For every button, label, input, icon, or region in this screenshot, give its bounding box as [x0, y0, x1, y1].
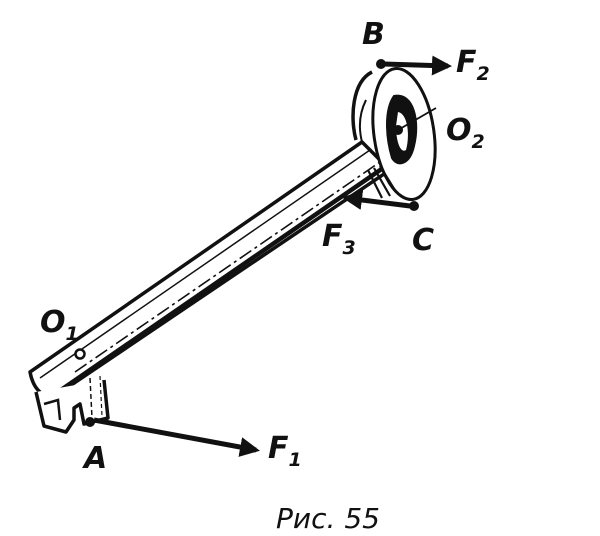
point-B	[376, 59, 386, 69]
o2-leader-line	[397, 107, 437, 131]
point-C	[409, 201, 419, 211]
label-F3: F3	[322, 219, 356, 259]
figure-caption: Рис. 55	[276, 502, 380, 535]
point-A	[85, 417, 95, 427]
force-arrow-F3	[342, 190, 411, 210]
point-O1	[74, 348, 86, 360]
label-C: C	[412, 223, 434, 258]
force-arrow-F1	[93, 417, 260, 457]
label-F2: F2	[456, 45, 490, 85]
force-arrow-F2	[383, 55, 452, 76]
label-A: A	[82, 441, 107, 476]
key-shaft	[28, 140, 392, 400]
label-B: B	[362, 17, 385, 52]
label-F1: F1	[268, 431, 302, 471]
label-O2: O2	[446, 113, 485, 153]
label-O1: O1	[40, 305, 79, 345]
key-bow	[351, 67, 437, 201]
